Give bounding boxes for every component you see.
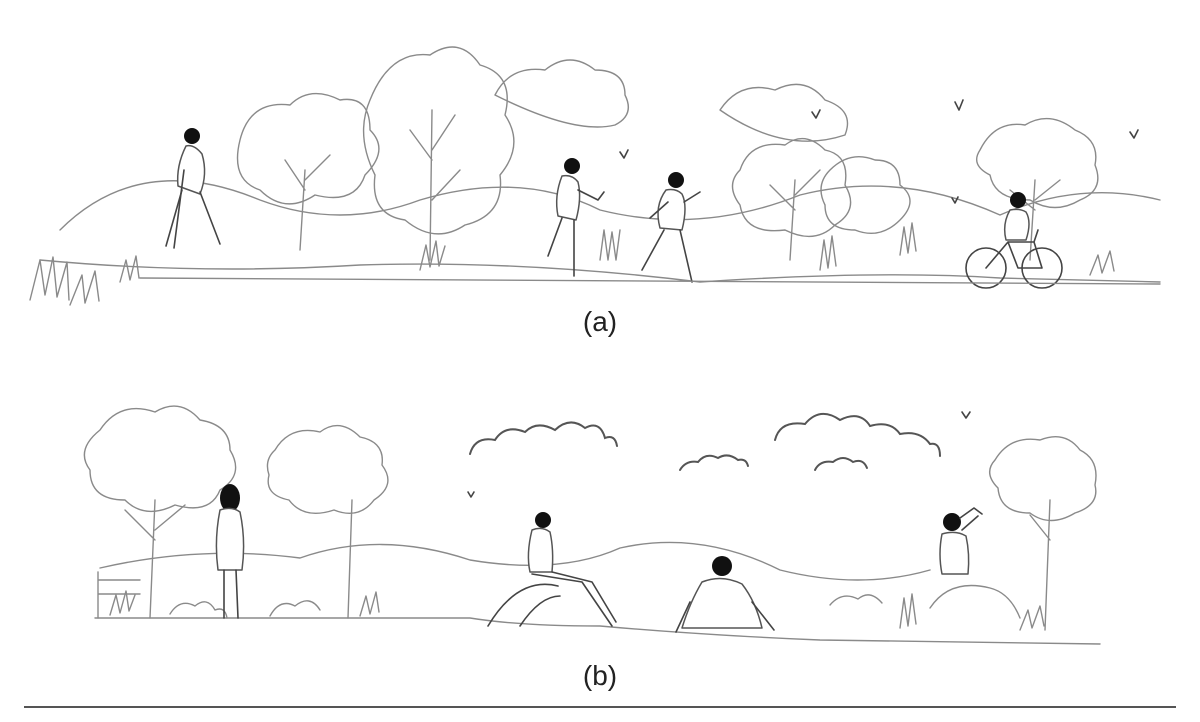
bicycle-wheel-icon — [965, 247, 1007, 289]
person-walking-icon — [165, 128, 221, 249]
person-cycling-icon — [965, 192, 1063, 289]
binoculars-icon — [959, 507, 983, 531]
grass-tufts-a — [29, 222, 1115, 306]
trees-b — [83, 405, 1097, 631]
panel-b-caption: (b) — [582, 660, 618, 691]
bench-icon — [487, 583, 561, 627]
panel-a-illustration — [29, 46, 1161, 306]
hills-a — [59, 180, 1161, 231]
clouds-b — [469, 413, 941, 471]
person-jogging-icon — [547, 158, 605, 277]
shrubs-b — [109, 590, 1045, 631]
panel-b-illustration — [83, 405, 1101, 645]
person-resting-icon — [675, 556, 775, 633]
person-birdwatching-icon — [929, 507, 1021, 619]
person-standing-icon — [215, 484, 245, 619]
trees-a — [236, 46, 1099, 261]
bottom-rule — [24, 706, 1176, 708]
person-sitting-icon — [487, 512, 617, 627]
panel-a-caption: (a) — [582, 306, 618, 337]
person-running-icon — [641, 172, 701, 283]
ground-line-b — [94, 617, 1101, 645]
ground-line-a — [39, 259, 1161, 283]
birds-b — [467, 411, 971, 498]
birds-a — [619, 99, 1139, 204]
fence-icon — [97, 571, 141, 619]
